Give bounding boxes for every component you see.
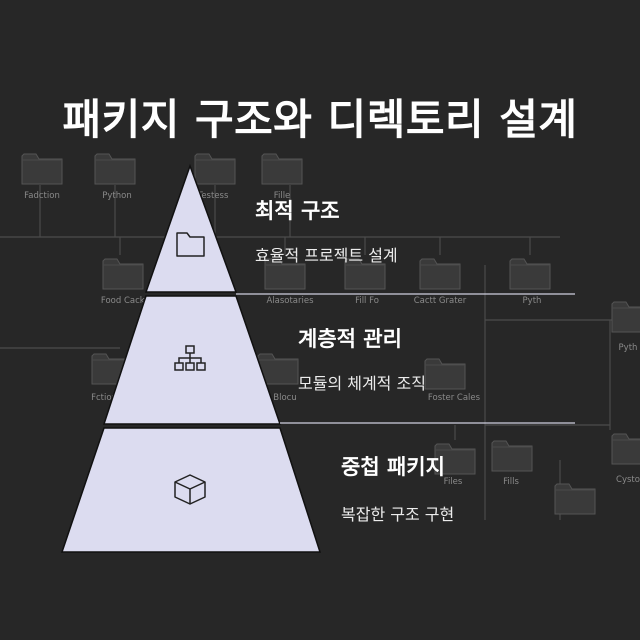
level-1-title: 최적 구조	[255, 195, 340, 225]
pyramid-level-bottom	[62, 428, 320, 552]
level-3-subtitle: 복잡한 구조 구현	[341, 501, 454, 525]
level-3-title: 중첩 패키지	[341, 451, 445, 481]
pyramid-level-middle	[104, 296, 280, 424]
level-2-subtitle: 모듈의 체계적 조직	[298, 370, 426, 394]
level-2-title: 계층적 관리	[298, 323, 402, 353]
pyramid-level-top	[146, 166, 236, 292]
level-1-subtitle: 효율적 프로젝트 설계	[255, 242, 398, 266]
